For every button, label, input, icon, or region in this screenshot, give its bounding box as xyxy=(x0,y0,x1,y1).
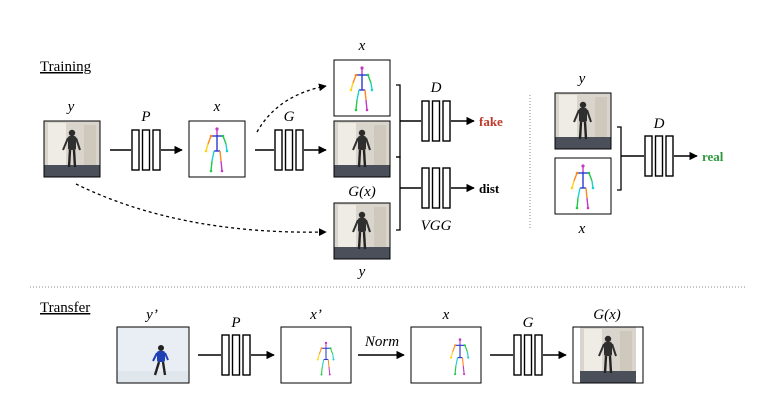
skeleton-x-middle xyxy=(188,120,246,178)
label-x-middle: x xyxy=(213,99,221,115)
dashed-arrow-x-to-top xyxy=(256,83,327,133)
label-y-bottom: y xyxy=(357,264,366,280)
label-p: P xyxy=(140,109,150,125)
label-gx: G(x) xyxy=(348,184,375,200)
photo-gx xyxy=(333,120,391,178)
label-x-normalized: x xyxy=(442,307,450,323)
output-real: real xyxy=(702,149,724,164)
photo-y-input xyxy=(43,120,101,178)
dashed-arrow-y-to-bottom xyxy=(75,183,327,237)
label-y-real: y xyxy=(577,71,586,87)
skeleton-x-real xyxy=(554,157,612,215)
net-vgg xyxy=(421,167,451,209)
label-d-real: D xyxy=(653,116,665,132)
label-p-transfer: P xyxy=(230,315,240,331)
net-d-fake xyxy=(421,100,451,142)
bracket-d-real xyxy=(617,126,622,191)
output-dist: dist xyxy=(479,181,500,196)
bracket-d-fake xyxy=(396,84,401,158)
training-heading: Training xyxy=(40,59,92,75)
net-g xyxy=(274,129,304,171)
net-p xyxy=(131,129,161,171)
label-d-fake: D xyxy=(430,80,442,96)
label-x-real: x xyxy=(578,221,586,237)
label-g: G xyxy=(284,109,295,125)
output-fake: fake xyxy=(479,114,503,129)
label-norm: Norm xyxy=(364,334,399,350)
photo-y-prime xyxy=(116,326,190,384)
net-g-transfer xyxy=(513,334,543,376)
net-d-real xyxy=(644,135,674,177)
photo-y-real xyxy=(554,92,612,150)
skeleton-x-top xyxy=(333,59,391,117)
bracket-vgg xyxy=(396,156,401,231)
transfer-heading: Transfer xyxy=(40,300,90,316)
photo-gx-transfer xyxy=(572,326,644,384)
label-gx-transfer: G(x) xyxy=(593,307,620,323)
photo-y-bottom xyxy=(333,202,391,260)
skeleton-x-normalized xyxy=(410,326,483,384)
label-x-prime: x’ xyxy=(309,307,322,323)
label-g-transfer: G xyxy=(523,315,534,331)
label-vgg: VGG xyxy=(421,218,452,234)
label-y-prime: y’ xyxy=(144,307,158,323)
skeleton-x-prime xyxy=(280,326,352,384)
label-y-input: y xyxy=(66,99,75,115)
label-x-top: x xyxy=(358,38,366,54)
net-p-transfer xyxy=(221,334,251,376)
